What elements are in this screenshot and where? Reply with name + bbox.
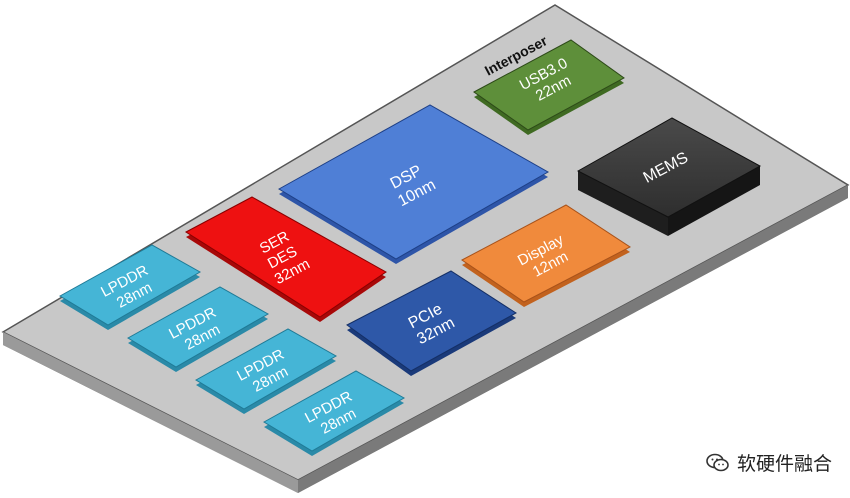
serdes-chip: SER DES 32nm [185,196,387,322]
interposer-board [1,4,850,493]
lpddr-chip-4: LPDDR 28nm [263,370,406,456]
mems-chip: MEMS [576,117,762,236]
pcie-chip: PCIe 32nm [346,270,517,376]
dsp-chip: DSP 10nm [277,104,550,264]
lpddr-chip-1: LPDDR 28nm [59,244,202,330]
lpddr-chip-2: LPDDR 28nm [127,286,270,372]
wechat-icon [706,453,729,471]
display-chip: Display 12nm [461,204,631,307]
watermark-text: 软硬件融合 [736,453,832,475]
watermark: 软硬件融合 [705,449,832,476]
